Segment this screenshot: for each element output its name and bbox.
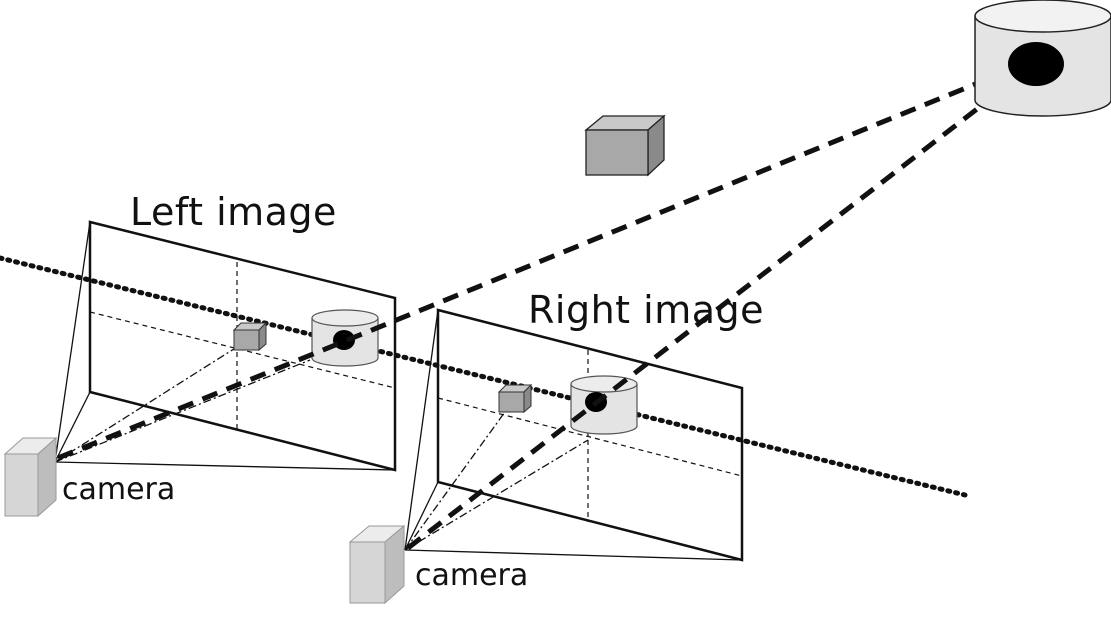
world-cylinder (974, 0, 1111, 117)
left-image-label: Left image (130, 190, 337, 234)
right-image-cylinder (570, 375, 638, 435)
right-camera-frustum (404, 309, 743, 561)
left-camera-icon (3, 436, 58, 518)
left-camera-frustum (54, 221, 396, 471)
left-camera-label: camera (62, 472, 176, 507)
projection-rays (57, 67, 1027, 550)
right-image-cube (497, 383, 533, 414)
world-point (1008, 42, 1064, 86)
left-image-cylinder (311, 309, 379, 367)
right-camera-label: camera (415, 558, 529, 593)
right-camera-icon (348, 524, 406, 605)
right-image-plane (436, 308, 744, 562)
left-ray (57, 67, 1011, 461)
epipolar-line (0, 255, 968, 498)
left-image-cube (232, 321, 268, 352)
left-projected-point (333, 330, 355, 350)
world-box (584, 114, 666, 177)
right-image-label: Right image (528, 288, 765, 332)
